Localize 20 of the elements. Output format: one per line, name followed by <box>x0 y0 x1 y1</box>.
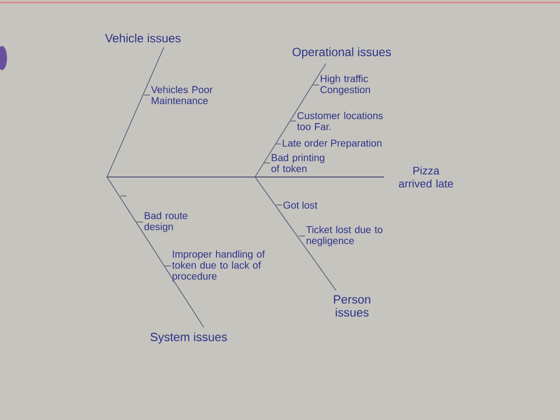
tick-mark <box>290 120 296 122</box>
effect-label: Pizza arrived late <box>398 166 453 188</box>
cause-label: High traffic Congestion <box>320 74 370 96</box>
tick-mark <box>264 162 270 164</box>
category-label: System issues <box>150 332 227 344</box>
tick-mark <box>144 94 150 96</box>
cause-label: Improper handling of token due to lack of procedure <box>172 250 265 282</box>
tick-mark <box>276 204 282 206</box>
cause-label: Customer locations too Far. <box>297 112 383 130</box>
category-label: Person issues <box>334 295 370 317</box>
cause-label: Got lost <box>284 201 318 209</box>
tick-mark <box>312 84 320 86</box>
cause-label: Late order Preparation <box>282 139 382 149</box>
category-label: Vehicle issues <box>105 34 181 42</box>
cause-label: Vehicles Poor Maintenance <box>151 86 213 104</box>
category-label: Operational issues <box>292 47 391 59</box>
cause-label: Ticket lost due to negligence <box>306 226 382 246</box>
cause-label: Bad printing of token <box>271 154 324 172</box>
bone-line <box>254 176 384 291</box>
cause-label: Bad route design <box>144 212 188 232</box>
